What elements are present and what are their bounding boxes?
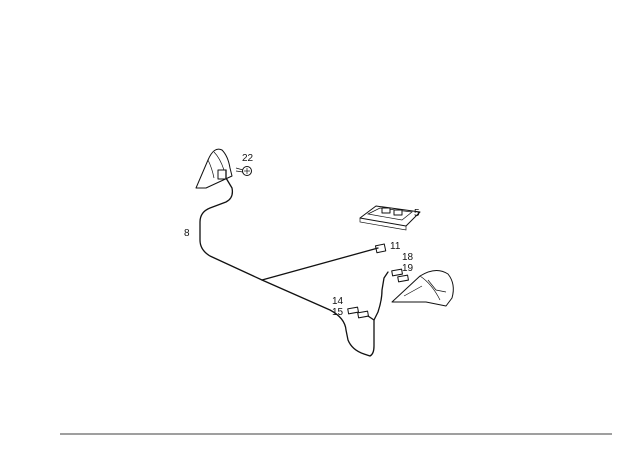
- connector-14-15: [347, 306, 369, 319]
- connector-11: [374, 243, 387, 254]
- callout-18: 18: [402, 252, 414, 263]
- callout-5: 5: [414, 208, 420, 219]
- screw: [235, 166, 252, 176]
- connector-18-19: [391, 268, 409, 283]
- left-mirror-housing: [195, 148, 233, 189]
- callout-19: 19: [402, 263, 414, 274]
- right-mirror-housing: [391, 270, 454, 307]
- wiring-harness: [199, 169, 389, 357]
- callout-11: 11: [390, 241, 401, 252]
- callout-14: 14: [332, 296, 344, 307]
- callout-8: 8: [184, 228, 190, 239]
- callout-22: 22: [242, 153, 254, 164]
- callout-15: 15: [332, 307, 344, 318]
- control-unit: [359, 205, 421, 231]
